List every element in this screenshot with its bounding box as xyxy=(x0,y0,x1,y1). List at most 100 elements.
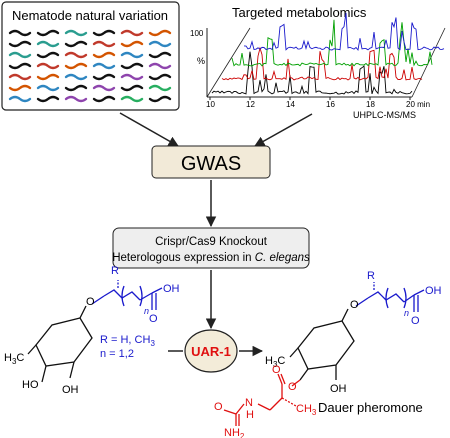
worm xyxy=(120,95,144,103)
product-r-group: R xyxy=(367,270,375,282)
x-tick-label: 14 xyxy=(286,100,295,109)
worm xyxy=(8,40,32,48)
instrument-label: UHPLC-MS/MS xyxy=(353,110,416,120)
worm xyxy=(92,73,116,81)
substrate-hydroxyl-bottom: OH xyxy=(62,384,79,396)
chromatogram-trace xyxy=(221,46,423,81)
worm xyxy=(8,62,32,70)
substrate-substituents-1: R = H, CH3 xyxy=(100,334,155,348)
x-axis-ticks: 10 12 14 16 18 20 min xyxy=(206,97,430,109)
product-amine: NH2 xyxy=(224,427,245,438)
chromatogram-trace xyxy=(243,12,445,51)
worm xyxy=(36,62,60,70)
worm xyxy=(148,40,172,48)
worm xyxy=(64,95,88,103)
gwas-label: GWAS xyxy=(181,153,241,175)
x-tick-label: 18 xyxy=(366,100,375,109)
product-name: Dauer pheromone xyxy=(318,400,423,415)
product-molecule xyxy=(223,282,425,426)
product-carbonyl-o: O xyxy=(411,315,420,327)
worm xyxy=(36,29,60,37)
substrate-acid-oh: OH xyxy=(163,283,180,295)
substrate-carbonyl-o: O xyxy=(149,313,158,325)
worm xyxy=(92,40,116,48)
enzyme-label: UAR-1 xyxy=(191,344,231,359)
worm xyxy=(36,95,60,103)
x-tick-label: 16 xyxy=(326,100,335,109)
worm xyxy=(8,95,32,103)
arrow-nematode-to-gwas xyxy=(119,112,179,147)
metabolomics-panel: Targeted metabolomics 100 % 10 12 14 16 18 20… xyxy=(190,5,446,120)
worm xyxy=(64,73,88,81)
product-nh: N xyxy=(245,397,253,409)
worm xyxy=(36,73,60,81)
worm xyxy=(92,29,116,37)
product-acid-oh: OH xyxy=(425,285,442,297)
gwas-box: GWAS xyxy=(151,145,271,179)
product-methyl: H3C xyxy=(265,355,285,369)
substrate-n-index: n xyxy=(144,306,149,316)
x-tick-label: 20 min xyxy=(406,100,430,109)
worm xyxy=(8,84,32,92)
chromatogram-trace xyxy=(231,19,433,67)
worm xyxy=(92,62,116,70)
product-ester-o: O xyxy=(288,381,297,393)
worm xyxy=(8,29,32,37)
y-axis-unit: % xyxy=(197,56,205,66)
knockout-box: Crispr/Cas9 Knockout Heterologous expres… xyxy=(112,227,310,269)
y-axis-top-label: 100 xyxy=(190,29,204,38)
knockout-line2: Heterologous expression in C. elegans xyxy=(112,252,310,264)
worm xyxy=(120,84,144,92)
worm xyxy=(64,62,88,70)
product-hydroxyl: OH xyxy=(330,383,347,395)
knockout-line1: Crispr/Cas9 Knockout xyxy=(155,236,268,248)
worm xyxy=(36,84,60,92)
substrate-molecule xyxy=(27,280,163,383)
substrate-hydroxyl-left: HO xyxy=(22,379,39,391)
worm xyxy=(36,51,60,59)
substrate-ether-o: O xyxy=(86,296,95,308)
enzyme-node: UAR-1 xyxy=(184,329,238,373)
arrow-metabolomics-to-gwas xyxy=(254,113,313,147)
worm xyxy=(64,84,88,92)
nematode-title: Nematode natural variation xyxy=(12,8,168,23)
worm xyxy=(148,29,172,37)
x-tick-label: 12 xyxy=(246,100,255,109)
worm xyxy=(120,73,144,81)
worm xyxy=(64,40,88,48)
worm xyxy=(120,40,144,48)
worm xyxy=(92,51,116,59)
worm xyxy=(148,62,172,70)
worm xyxy=(64,29,88,37)
product-ether-o: O xyxy=(350,299,359,311)
worm xyxy=(64,51,88,59)
worm xyxy=(120,51,144,59)
product-urea-o: O xyxy=(214,401,223,413)
worm xyxy=(92,95,116,103)
worm xyxy=(120,29,144,37)
worm xyxy=(36,40,60,48)
worm xyxy=(92,84,116,92)
product-n-index: n xyxy=(404,308,409,318)
worm xyxy=(148,73,172,81)
x-tick-label: 10 xyxy=(206,100,215,109)
worm xyxy=(148,51,172,59)
worm xyxy=(120,62,144,70)
worm xyxy=(8,51,32,59)
substrate-methyl: H3C xyxy=(4,352,24,366)
product-nh-h: H xyxy=(246,409,254,421)
depth-axis-front xyxy=(206,27,251,98)
substrate-r-group: R xyxy=(111,265,119,277)
worm xyxy=(148,84,172,92)
metabolomics-title: Targeted metabolomics xyxy=(232,5,367,20)
worm xyxy=(8,73,32,81)
chromatogram-trace xyxy=(211,51,413,95)
substrate-substituents-2: n = 1,2 xyxy=(100,348,134,360)
chromatogram-traces xyxy=(211,12,445,95)
nematode-worm-grid xyxy=(8,29,172,103)
product-ester-carbonyl-o: O xyxy=(272,364,281,376)
nematode-panel: Nematode natural variation xyxy=(1,1,180,111)
worm xyxy=(148,95,172,103)
product-methyl-red: CH3 xyxy=(296,403,317,417)
